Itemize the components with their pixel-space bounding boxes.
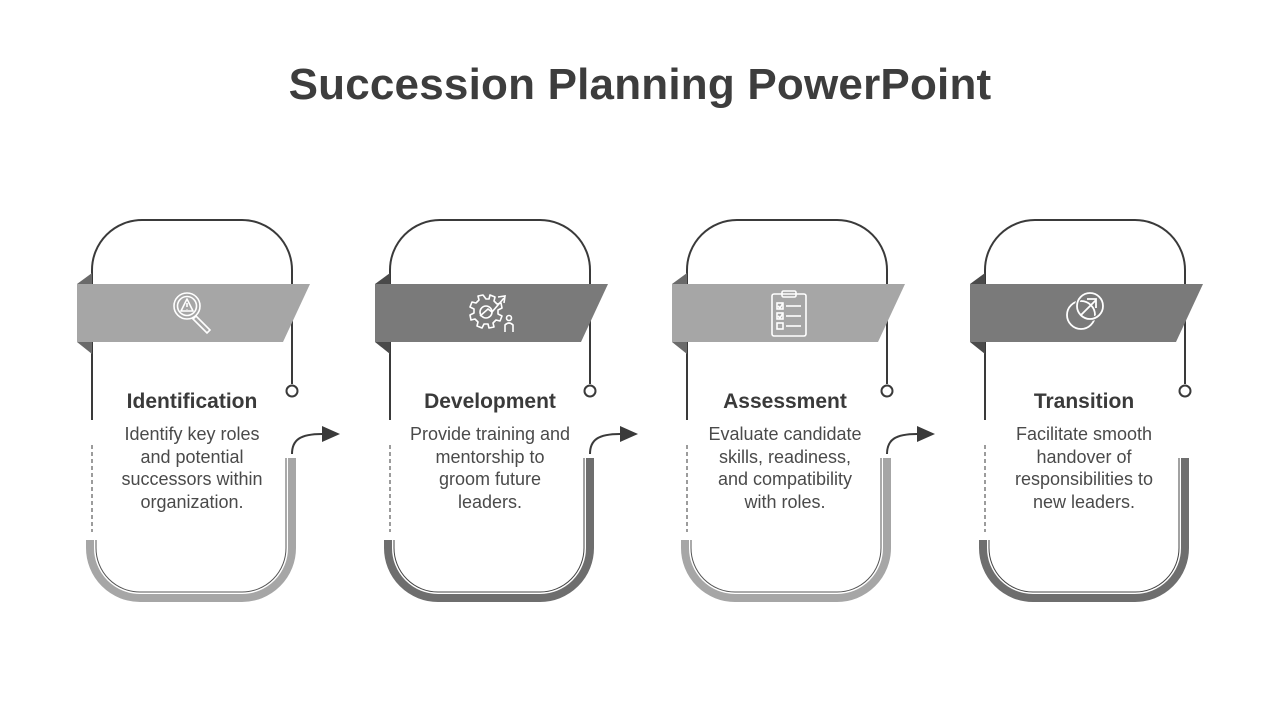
bottom-arc-inner: [393, 458, 585, 593]
icon-band: [672, 284, 905, 342]
bottom-arc-inner: [690, 458, 882, 593]
bottom-arc-inner: [988, 458, 1180, 593]
step-card-1: Identification Identify key roles and po…: [42, 210, 342, 610]
arrow-head: [620, 426, 638, 442]
step-outline: [984, 219, 1186, 420]
flow-arrow: [291, 433, 323, 455]
step-title: Assessment: [723, 390, 847, 413]
step-title: Identification: [126, 390, 258, 413]
bottom-arc: [681, 458, 891, 602]
arrow-head: [322, 426, 340, 442]
bottom-arc-inner: [95, 458, 287, 593]
gear-growth-icon: [469, 294, 514, 332]
step-shape-4: [970, 219, 1203, 602]
slide-title: Succession Planning PowerPoint: [288, 60, 992, 109]
connector-dot: [285, 384, 299, 398]
step-description: Evaluate candidate skills, readiness, an…: [708, 424, 862, 512]
step-outline: [91, 219, 293, 420]
connector-dot: [583, 384, 597, 398]
step-card-2: Development Provide training and mentors…: [340, 210, 640, 610]
connector-dot: [1178, 384, 1192, 398]
step-title: Transition: [1033, 390, 1135, 413]
step-description: Identify key roles and potential success…: [121, 424, 263, 512]
bottom-arc: [384, 458, 594, 602]
search-warning-icon: [173, 292, 212, 335]
step-shape-3: [672, 219, 935, 602]
icon-band: [970, 284, 1203, 342]
step-title: Development: [424, 390, 556, 413]
clipboard-checklist-icon: [771, 290, 807, 337]
flow-arrow: [589, 433, 621, 455]
flow-arrow: [886, 433, 918, 455]
step-card-3: Assessment Evaluate candidate skills, re…: [635, 210, 935, 610]
step-description: Provide training and mentorship to groom…: [409, 424, 571, 512]
bottom-arc: [86, 458, 296, 602]
connector-dot: [880, 384, 894, 398]
bottom-arc: [979, 458, 1189, 602]
step-description: Facilitate smooth handover of responsibi…: [1014, 424, 1154, 512]
step-outline: [389, 219, 591, 420]
handover-arrow-icon: [1066, 291, 1105, 330]
step-outline: [686, 219, 888, 420]
arrow-head: [917, 426, 935, 442]
step-card-4: Transition Facilitate smooth handover of…: [934, 210, 1234, 610]
